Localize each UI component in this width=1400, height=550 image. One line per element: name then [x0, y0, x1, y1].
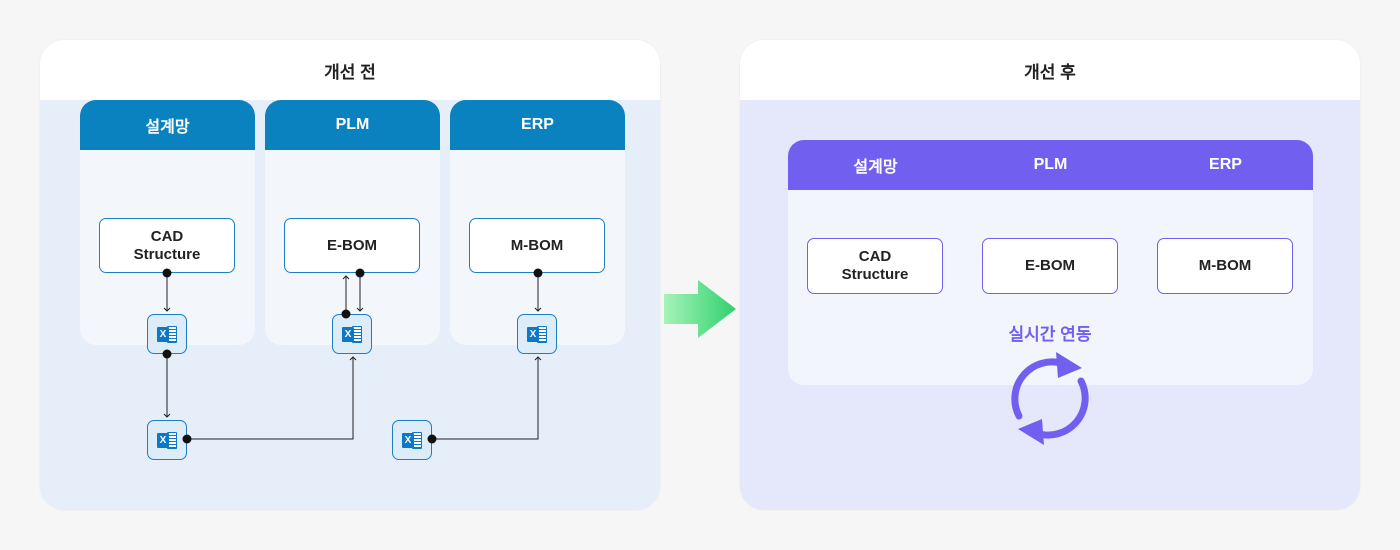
- before-title: 개선 전: [40, 40, 660, 100]
- after-e-bom-box: E-BOM: [982, 238, 1118, 294]
- after-system-panel: 설계망 PLM ERP CAD Structure E-BOM M-BOM: [788, 140, 1313, 385]
- excel-file-icon: X: [147, 314, 187, 354]
- after-system-erp: ERP: [1209, 156, 1242, 173]
- before-system-design-header: 설계망: [80, 100, 255, 150]
- after-system-design: 설계망: [853, 159, 898, 176]
- after-system-plm: PLM: [1033, 156, 1068, 173]
- before-system-plm-header: PLM: [265, 100, 440, 150]
- after-m-bom-box: M-BOM: [1157, 238, 1293, 294]
- after-cad-structure-box: CAD Structure: [807, 238, 943, 294]
- sync-label: 실시간 연동: [1008, 325, 1092, 344]
- after-title: 개선 후: [740, 40, 1360, 100]
- excel-file-icon: X: [332, 314, 372, 354]
- before-system-erp-header: ERP: [450, 100, 625, 150]
- excel-file-icon: X: [147, 420, 187, 460]
- m-bom-box: M-BOM: [469, 218, 605, 273]
- cad-structure-box: CAD Structure: [99, 218, 235, 273]
- after-system-header: 설계망 PLM ERP: [788, 140, 1313, 190]
- e-bom-box: E-BOM: [284, 218, 420, 273]
- excel-file-icon: X: [517, 314, 557, 354]
